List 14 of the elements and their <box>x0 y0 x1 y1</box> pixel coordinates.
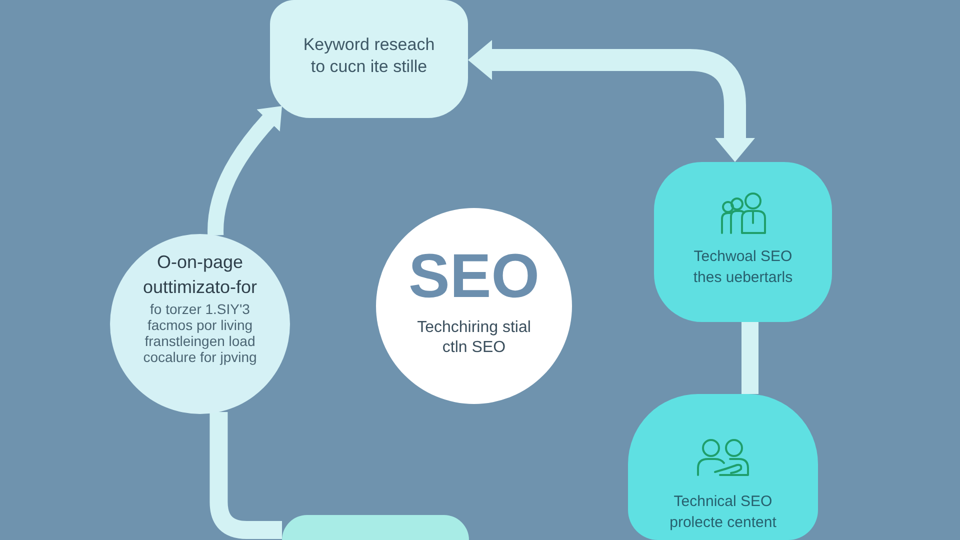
seo-title: SEO <box>408 246 540 308</box>
node-heading: O-on-page outtimizato-for <box>142 251 258 299</box>
process-box <box>282 515 469 540</box>
arrow <box>468 40 755 162</box>
connector-line <box>742 322 758 394</box>
node-body: fo torzer 1.SIY'3 facmos por living franstleingen load cocalure for jpving <box>142 301 258 365</box>
arrow <box>208 106 282 236</box>
process-box <box>270 0 468 118</box>
node-text: Keyword reseach to cucn ite stille <box>302 34 436 78</box>
node-text: Technical SEO prolecte centent <box>668 492 778 533</box>
process-box <box>628 394 818 540</box>
process-box <box>654 162 832 322</box>
node-text: Techwoal SEO thes uebertarls <box>692 247 794 288</box>
node-text: Techchiring stial ctln SEO <box>416 318 532 358</box>
